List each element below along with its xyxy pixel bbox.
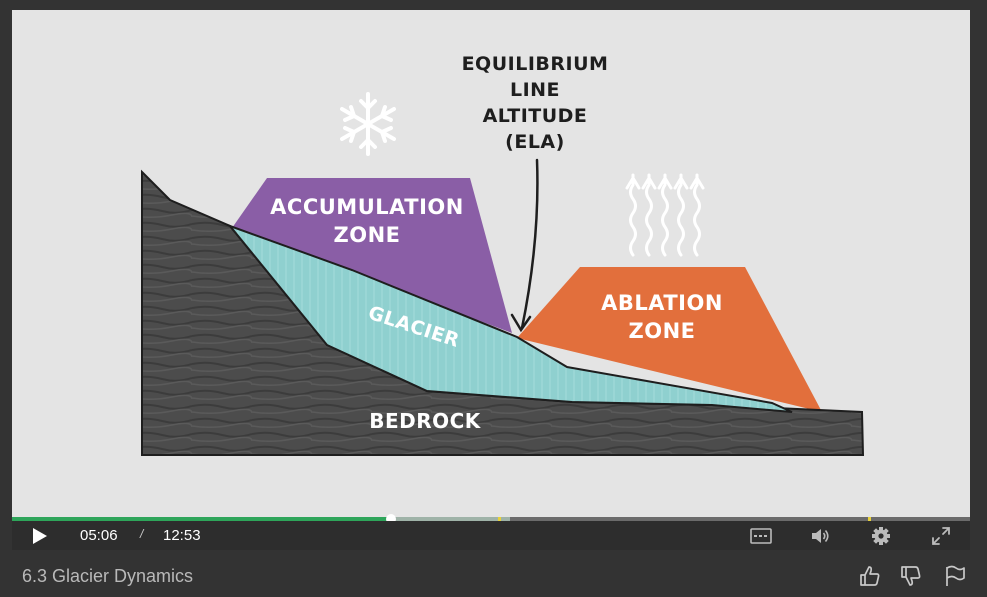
glacier [226,223,793,413]
thumbs-up-icon [860,566,880,586]
report-button[interactable] [943,564,967,588]
ablation-label-line2: ZONE [629,319,696,343]
fullscreen-button[interactable] [930,525,952,547]
play-button[interactable] [28,526,50,546]
evaporation-arrows-icon [625,173,705,257]
volume-button[interactable] [809,525,831,547]
like-button[interactable] [858,564,882,588]
control-bar: 05:06 / 12:53 [12,521,970,550]
ela-label-line1: EQUILIBRIUM [462,53,609,75]
ela-label-line2: LINE [510,79,560,101]
chapter-marker[interactable] [868,517,871,521]
progress-bar[interactable] [12,514,970,524]
ela-label-line3: ALTITUDE [483,105,588,127]
ablation-label-line1: ABLATION [601,291,723,315]
gear-icon [872,527,890,545]
current-time: 05:06 [80,527,118,544]
duration: 12:53 [163,527,201,544]
played-bar [12,517,392,521]
captions-icon [750,528,772,544]
volume-icon [812,529,829,543]
bedrock-label: BEDROCK [369,409,482,433]
time-separator: / [140,527,144,541]
accumulation-zone [232,178,512,333]
video-title: 6.3 Glacier Dynamics [22,566,194,586]
glacier-diagram: ACCUMULATION ZONE ABLATION ZONE GLACIER … [141,53,865,456]
accumulation-label-line1: ACCUMULATION [270,195,464,219]
accumulation-label-line2: ZONE [334,223,401,247]
fullscreen-icon [932,527,950,545]
ela-arrow [510,158,539,333]
thumbs-down-icon [901,566,921,586]
progress-handle[interactable] [386,514,397,524]
video-frame[interactable]: ACCUMULATION ZONE ABLATION ZONE GLACIER … [12,10,970,518]
settings-button[interactable] [870,525,892,547]
ela-label-line4: (ELA) [505,131,565,153]
ablation-zone [517,267,822,412]
flag-icon [946,565,965,586]
video-player[interactable]: ACCUMULATION ZONE ABLATION ZONE GLACIER … [12,10,970,550]
dislike-button[interactable] [899,564,923,588]
captions-button[interactable] [750,525,772,547]
chapter-marker[interactable] [498,517,501,521]
snowflake-icon [340,92,396,156]
